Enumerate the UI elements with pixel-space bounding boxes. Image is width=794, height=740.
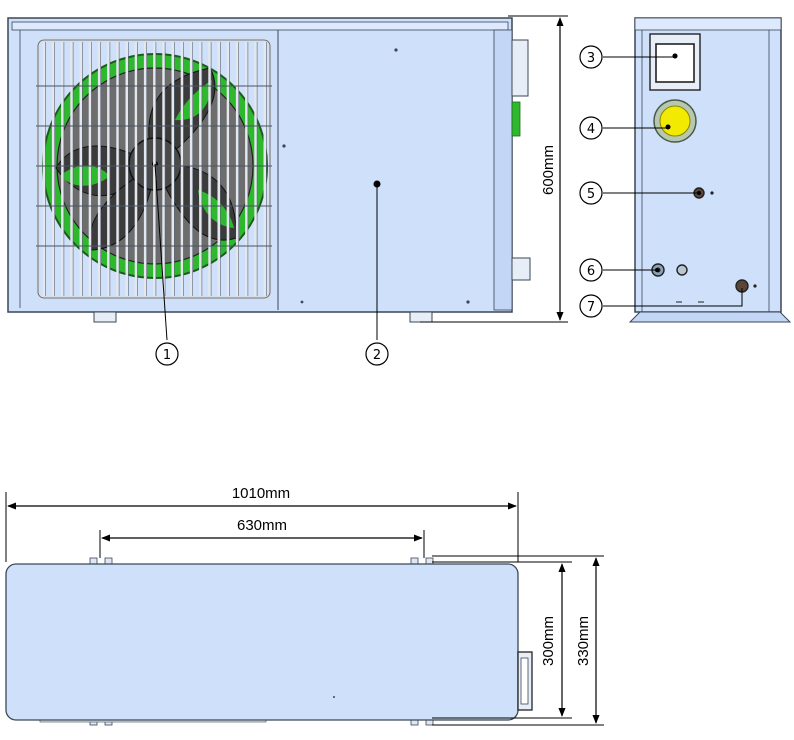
- panel-screw-left: [300, 300, 304, 304]
- fan-blade-top-highlight: [175, 80, 212, 121]
- top-center-mark: [333, 696, 335, 698]
- length-dimension: 1010mm: [5, 485, 519, 562]
- callout-3: 3: [579, 45, 603, 69]
- leader-6-dot: [655, 268, 659, 272]
- callout-5: 5: [579, 181, 603, 205]
- callout-1: 1: [155, 342, 179, 366]
- callout-1-label: 1: [163, 348, 171, 363]
- depth-outer-dimension-label: 330mm: [575, 616, 592, 666]
- front-foot-right: [409, 311, 433, 323]
- leader-5-dot: [697, 191, 701, 195]
- side-pipe-fitting: [511, 257, 531, 281]
- panel-screw-top: [394, 48, 398, 52]
- top-side-handle-inner: [520, 657, 529, 705]
- depth-inner-dimension-label: 300mm: [540, 616, 557, 666]
- callout-7-label: 7: [587, 300, 595, 315]
- callout-6-label: 6: [587, 264, 595, 279]
- mount-spacing-dimension-label: 630mm: [237, 517, 287, 534]
- top-view: [5, 557, 533, 726]
- depth-inner-dimension: 300mm: [432, 561, 572, 719]
- leader-1: [154, 163, 168, 341]
- control-box-window: [655, 43, 695, 83]
- side-green-part: [511, 101, 521, 137]
- front-right-edge: [493, 29, 513, 311]
- top-body-panel: [5, 563, 519, 721]
- callout-4: 4: [579, 116, 603, 140]
- panel-screw-bottom: [466, 300, 470, 304]
- callout-5-label: 5: [587, 187, 595, 202]
- front-view: [7, 17, 531, 323]
- leader-7: [603, 288, 743, 307]
- callout-7: 7: [579, 294, 603, 318]
- height-dimension-label: 600mm: [540, 145, 557, 195]
- leader-2-dot: [373, 180, 381, 188]
- leader-3-dot: [672, 53, 678, 59]
- height-dimension: 600mm: [420, 15, 568, 323]
- pipe-fitting-6b: [676, 264, 688, 276]
- drain-fitting-7-dot: [753, 284, 757, 288]
- side-view: [628, 17, 792, 323]
- callout-3-label: 3: [587, 51, 595, 66]
- side-bracket-top: [511, 39, 529, 97]
- length-dimension-label: 1010mm: [232, 485, 290, 502]
- fan-blade-right-highlight: [198, 190, 234, 228]
- callout-2: 2: [365, 342, 389, 366]
- grille-frame-outline: [37, 39, 271, 299]
- side-base: [628, 311, 792, 323]
- callout-leaders: [154, 56, 743, 341]
- gauge-center: [665, 124, 671, 130]
- front-top-rim: [11, 21, 509, 31]
- front-foot-left: [93, 311, 117, 323]
- divider-screw: [282, 144, 286, 148]
- gauge-yellow-knob: [659, 105, 691, 137]
- depth-outer-dimension: 330mm: [432, 555, 604, 726]
- callout-2-label: 2: [373, 348, 381, 363]
- side-top-rim: [634, 17, 782, 31]
- pipe-fitting-5-dot: [710, 191, 714, 195]
- fan-grille: [36, 38, 272, 300]
- callout-6: 6: [579, 258, 603, 282]
- callout-4-label: 4: [587, 122, 595, 137]
- mount-spacing-dimension: 630mm: [99, 517, 425, 558]
